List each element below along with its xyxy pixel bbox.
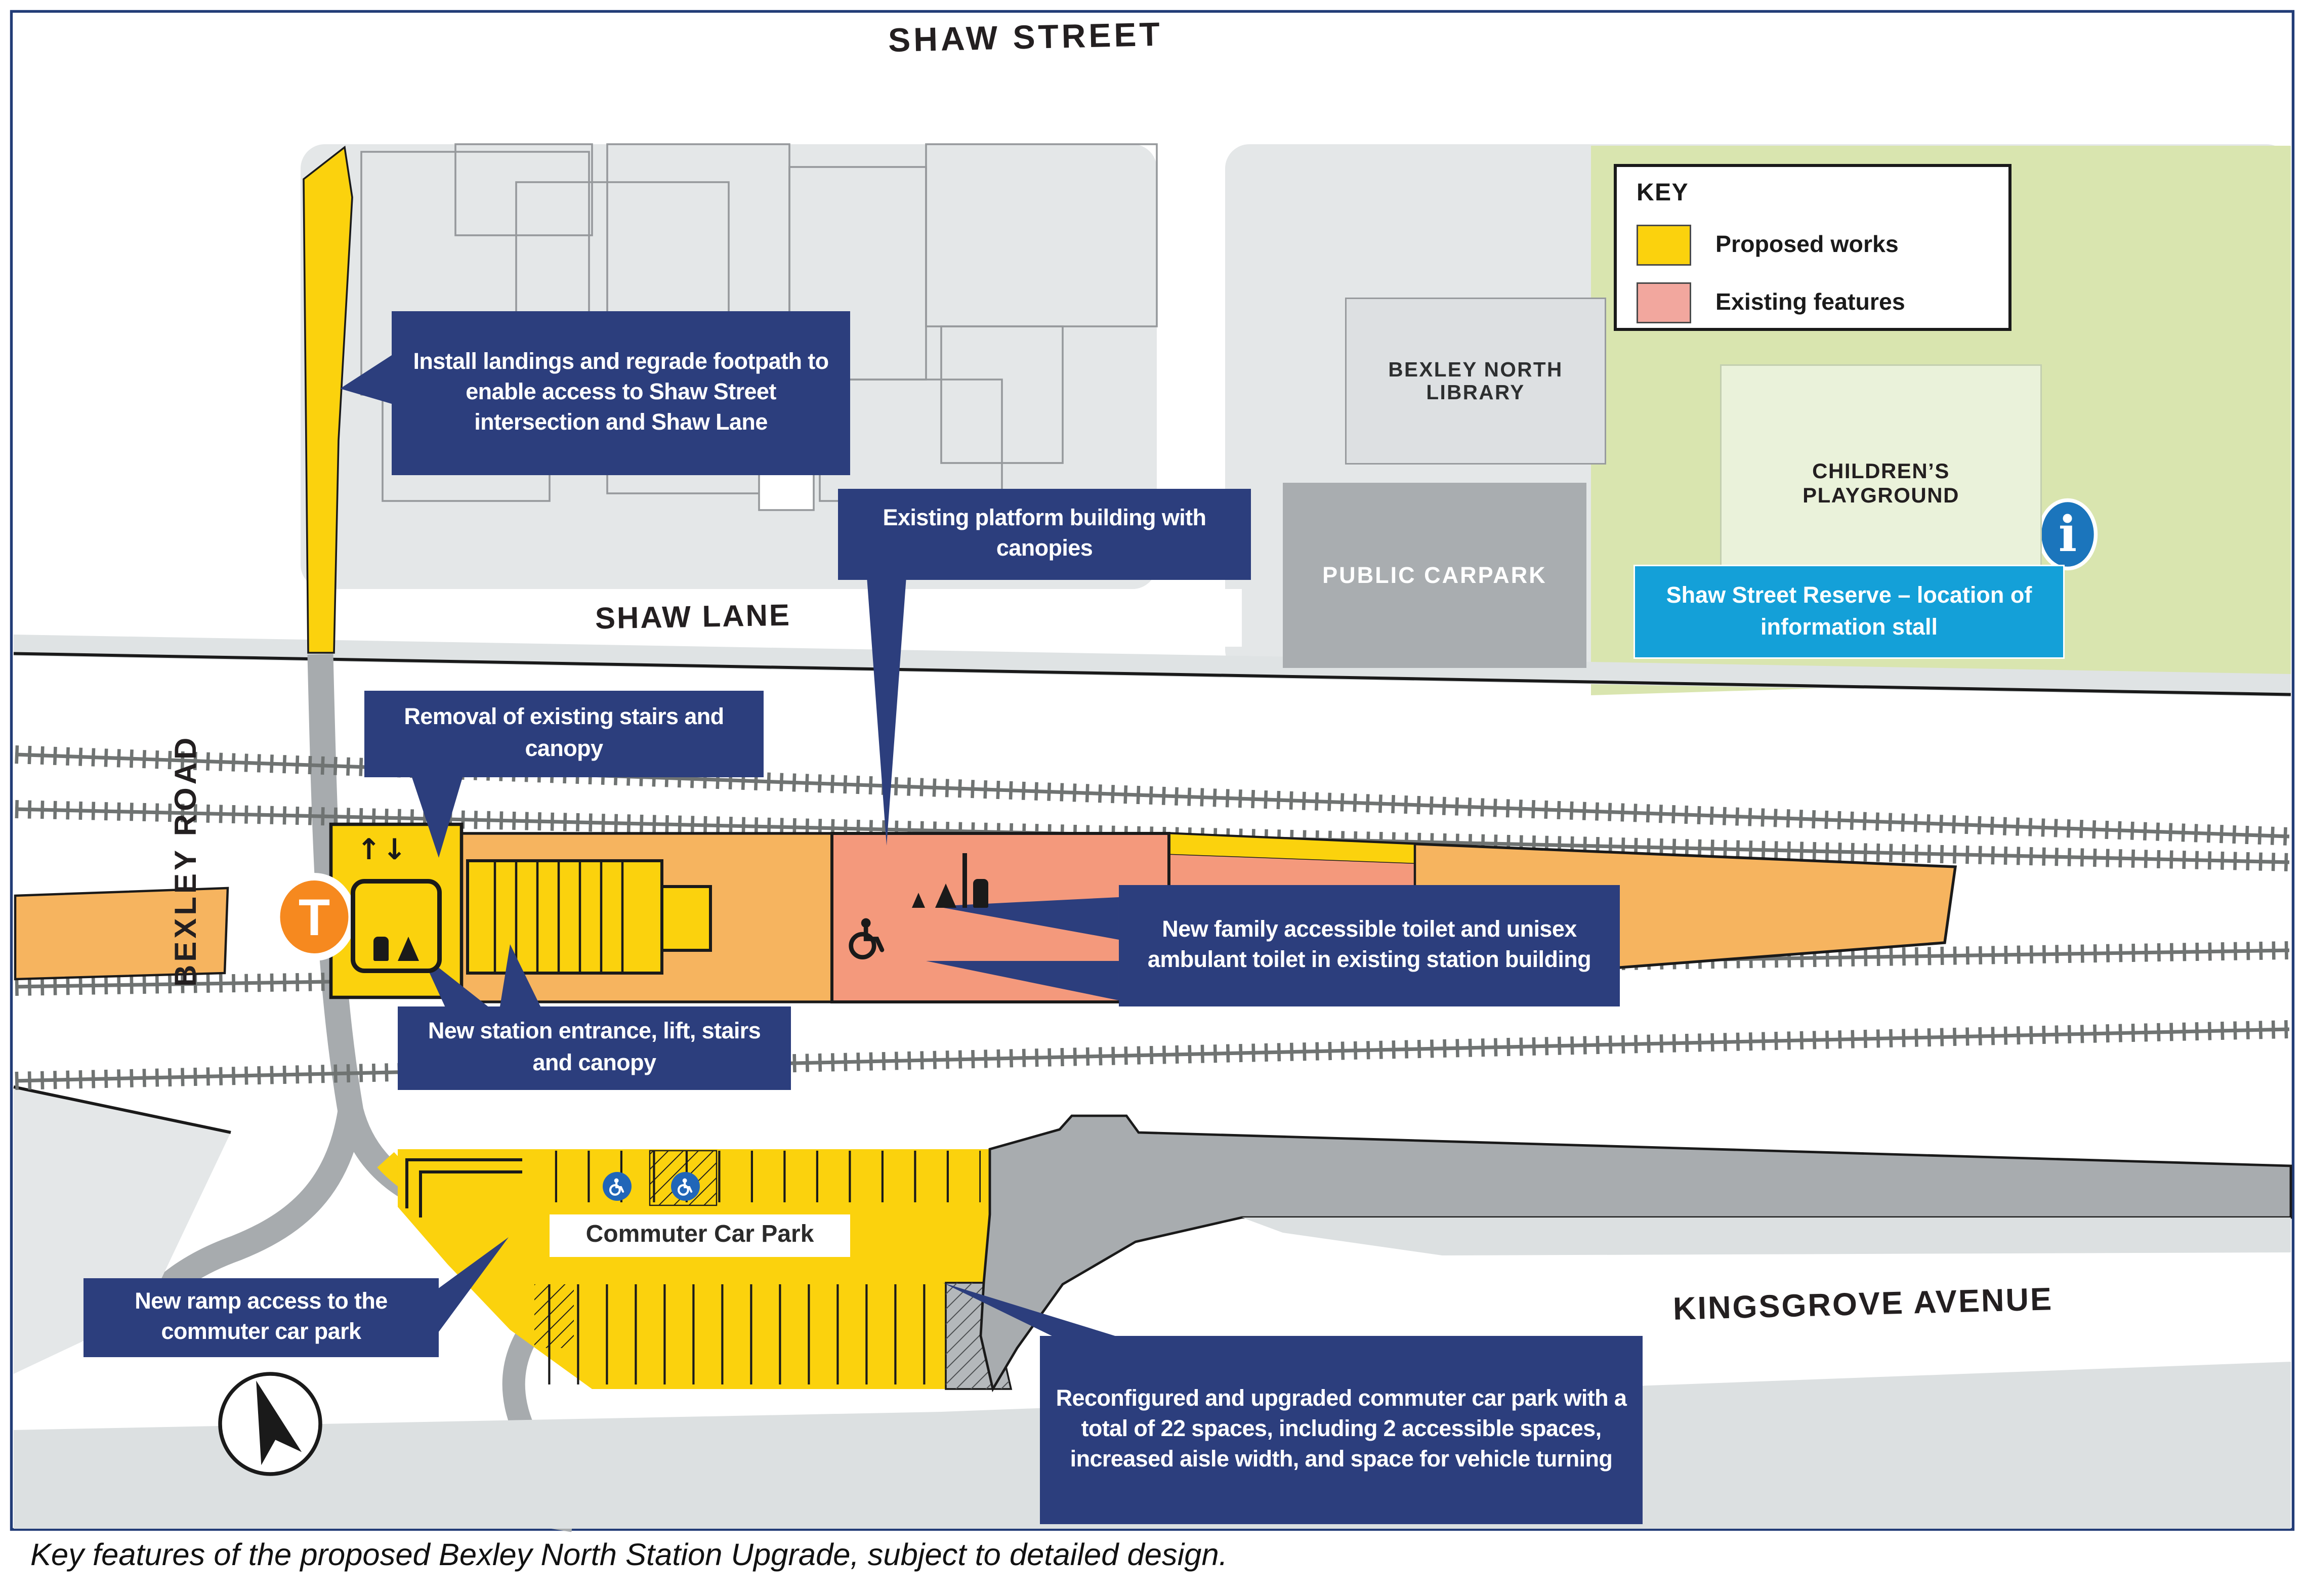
footpath-regrade-area (303, 145, 353, 654)
callout-new-entrance: New station entrance, lift, stairs and c… (398, 1006, 791, 1090)
existing-features-swatch (1637, 282, 1691, 323)
key-item-label: Proposed works (1715, 231, 1899, 258)
callout-existing-platform: Existing platform building with canopies (838, 489, 1251, 580)
west-platform (14, 887, 229, 981)
proposed-works-swatch (1637, 225, 1691, 266)
callout-new-ramp: New ramp access to the commuter car park (83, 1278, 439, 1357)
female-figure-icon (398, 937, 419, 961)
stairs-landing (660, 885, 712, 952)
divider-bar (962, 853, 967, 908)
male-figure-icon (373, 937, 389, 961)
accessible-parking-icon (671, 1172, 700, 1201)
key-item-label: Existing features (1715, 289, 1905, 315)
shaw-street-label: SHAW STREET (888, 15, 1163, 60)
map-key: KEY Proposed works Existing features (1614, 164, 2011, 331)
callout-install-landings: Install landings and regrade footpath to… (392, 311, 850, 475)
rail-corridor-verge (14, 634, 2291, 697)
public-carpark: PUBLIC CARPARK (1283, 483, 1586, 668)
transport-t-glyph: T (298, 890, 330, 947)
corridor-boundary-line (13, 652, 2291, 696)
female-figure-icon (935, 884, 956, 908)
callout-family-toilet: New family accessible toilet and unisex … (1119, 885, 1620, 1006)
information-icon-glyph: i (2058, 506, 2077, 563)
shaw-lane-label: SHAW LANE (595, 599, 791, 637)
family-toilet-icon (908, 853, 988, 908)
parking-bays-north (525, 1150, 981, 1202)
childrens-playground: CHILDREN’S PLAYGROUND (1720, 364, 2042, 600)
callout-removal-stairs: Removal of existing stairs and canopy (364, 691, 764, 777)
lift-icon (351, 879, 442, 973)
north-arrow (218, 1372, 322, 1476)
accessible-parking-icon (603, 1172, 632, 1201)
key-title: KEY (1637, 181, 1689, 206)
bexley-north-library: BEXLEY NORTH LIBRARY (1345, 298, 1606, 465)
station-access-road (979, 1114, 2292, 1393)
key-item-proposed: Proposed works (1637, 225, 1989, 266)
key-item-existing: Existing features (1637, 282, 1989, 323)
southwest-block (14, 1086, 231, 1374)
southwest-boundary-line (13, 1085, 231, 1134)
road-verge-band (1241, 1217, 2291, 1255)
callout-reconfigured-car-park: Reconfigured and upgraded commuter car p… (1040, 1336, 1643, 1524)
male-figure-icon (973, 879, 988, 908)
figure-caption: Key features of the proposed Bexley Nort… (30, 1538, 1228, 1573)
shaw-street-reserve-banner: Shaw Street Reserve – location of inform… (1633, 565, 2065, 659)
new-stairs (466, 859, 663, 975)
bexley-road-label: BEXLEY ROAD (170, 734, 203, 987)
shaw-lane-road (349, 589, 1242, 647)
lift-arrows-icon: ↑↓ (357, 833, 408, 867)
stairs-icon (493, 862, 624, 972)
commuter-car-park-label: Commuter Car Park (550, 1214, 850, 1257)
parking-bays-south (531, 1284, 944, 1384)
child-figure-icon (911, 893, 926, 908)
hatch-south (534, 1284, 574, 1348)
wheelchair-icon (849, 918, 885, 959)
ramp-walls (405, 1158, 522, 1217)
